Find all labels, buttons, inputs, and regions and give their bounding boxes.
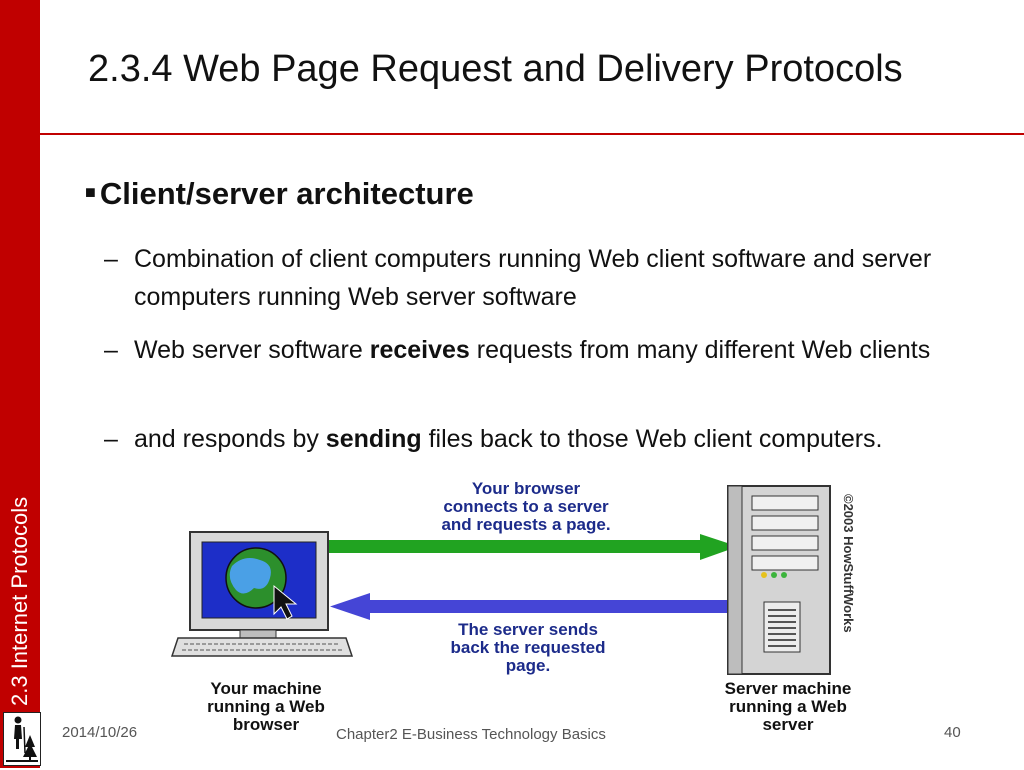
response-text-line-1: The server sends xyxy=(458,620,598,639)
hiker-logo-icon xyxy=(3,712,41,766)
sub-bullet-3-bold: sending xyxy=(325,425,422,453)
client-label-line-1: Your machine xyxy=(210,679,321,698)
server-label-line-3: server xyxy=(762,715,813,734)
server-label-line-2: running a Web xyxy=(729,697,847,716)
sub-bullet-2: – Web server software receives requests … xyxy=(104,331,984,369)
request-text-line-1: Your browser xyxy=(472,479,581,498)
response-text-line-3: page. xyxy=(506,656,550,675)
sub-bullet-2-post: requests from many different Web clients xyxy=(469,336,931,364)
footer-page-number: 40 xyxy=(944,724,961,741)
client-server-diagram: ©2003 HowStuffWorks Your browser connect… xyxy=(170,479,856,734)
bullet-main: ■Client/server architecture xyxy=(85,176,474,212)
footer-date: 2014/10/26 xyxy=(62,724,138,741)
server-tower-icon xyxy=(727,485,831,675)
dash-bullet-icon: – xyxy=(104,245,118,273)
sub-bullet-2-pre: Web server software xyxy=(134,336,370,364)
request-text-line-2: connects to a server xyxy=(443,497,609,516)
client-label-line-2: running a Web xyxy=(207,697,325,716)
sub-bullet-3-text: and responds by sending files back to th… xyxy=(134,420,1004,458)
response-text-line-2: back the requested xyxy=(451,638,606,657)
bullet-main-text: Client/server architecture xyxy=(99,176,474,211)
response-arrow xyxy=(330,593,760,620)
title-divider xyxy=(40,133,1024,135)
sub-bullet-3-pre: and responds by xyxy=(134,425,326,453)
sub-bullet-1-text: Combination of client computers running … xyxy=(134,245,932,311)
sub-bullet-1: – Combination of client computers runnin… xyxy=(104,240,984,316)
sub-bullet-2-bold: receives xyxy=(369,336,470,364)
request-arrow xyxy=(328,534,738,560)
sidebar-bar: 2.3 Internet Protocols xyxy=(0,0,41,768)
client-label-line-3: browser xyxy=(233,715,300,734)
sub-bullet-3-post: files back to those Web client computers… xyxy=(421,425,883,453)
sub-bullet-2-text: Web server software receives requests fr… xyxy=(134,331,984,369)
footer-chapter: Chapter2 E-Business Technology Basics xyxy=(336,726,606,743)
sub-bullet-3: – and responds by sending files back to … xyxy=(104,420,1004,458)
dash-bullet-icon: – xyxy=(104,336,118,364)
request-text-line-3: and requests a page. xyxy=(441,515,610,534)
copyright-text: ©2003 HowStuffWorks xyxy=(841,494,856,633)
dash-bullet-icon: – xyxy=(104,425,118,453)
page-title: 2.3.4 Web Page Request and Delivery Prot… xyxy=(88,48,903,90)
client-computer-icon xyxy=(170,531,354,657)
square-bullet-icon: ■ xyxy=(85,182,96,202)
server-label-line-1: Server machine xyxy=(725,679,852,698)
